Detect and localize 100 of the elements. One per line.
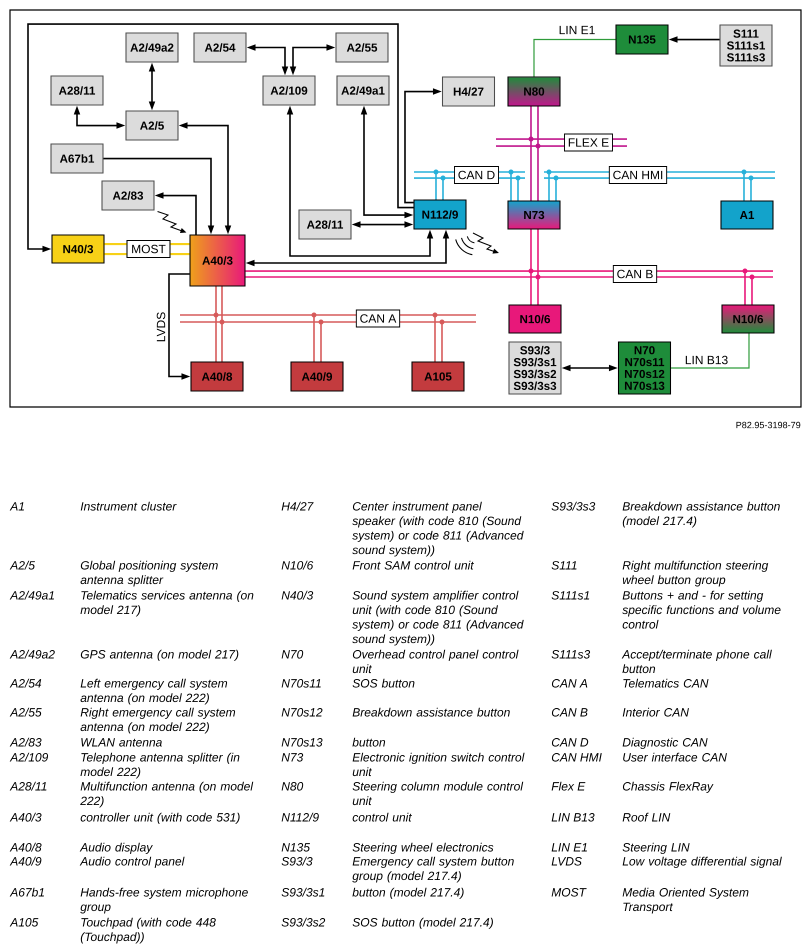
bus-connection <box>530 228 539 278</box>
key-code: S111 <box>552 561 576 570</box>
edge-label: LVDS <box>155 310 167 344</box>
connector-line <box>671 334 750 369</box>
key-code: A40/9 <box>10 856 42 866</box>
key-code: N70s13 <box>282 738 322 747</box>
component-box: N10/6 <box>508 304 562 334</box>
key-description: Right emergency call system antenna (on model 222) <box>80 708 236 734</box>
key-code: S111s1 <box>552 591 590 600</box>
key-description: Telematics services antenna (on model 217) <box>80 590 254 616</box>
key-code: CAN D <box>552 738 588 747</box>
key-code: N135 <box>282 843 310 852</box>
key-code: S111s3 <box>552 650 590 659</box>
component-box: N10/6 <box>721 304 775 334</box>
component-box: S93/3 S93/3s1 S93/3s2 S93/3s3 <box>508 341 562 395</box>
key-description: Diagnostic CAN <box>622 738 708 749</box>
key-code: CAN A <box>552 679 588 688</box>
component-box: A2/109 <box>262 75 316 106</box>
bus-line: CAN D <box>413 166 526 184</box>
key-description: Front SAM control unit <box>352 560 474 570</box>
edge-label: LIN B13 <box>683 354 730 366</box>
key-description: Buttons + and - for setting specific functions and volume control <box>622 590 781 629</box>
key-code: H4/27 <box>282 502 314 511</box>
component-box: N80 <box>507 76 561 107</box>
key-description: Hands-free system microphone group <box>80 888 248 914</box>
key-code: N70 <box>282 650 304 659</box>
key-description: Interior CAN <box>622 708 689 717</box>
bus-connection <box>313 314 322 362</box>
key-description: SOS button (model 217.4) <box>352 918 493 929</box>
key-code: Flex E <box>552 782 586 791</box>
bus-connection <box>435 171 444 200</box>
component-box: N73 <box>507 200 561 230</box>
key-code: A67b1 <box>10 888 44 897</box>
key-description: control unit <box>352 812 412 822</box>
connector-line <box>533 38 616 76</box>
key-description: User interface CAN <box>623 752 727 762</box>
bus-line: FLEX E <box>495 134 628 152</box>
label-box: MOST <box>126 240 171 258</box>
key-description: SOS button <box>352 678 414 688</box>
key-description: WLAN antenna <box>81 738 162 747</box>
component-box: A28/11 <box>50 75 104 106</box>
key-description: Multifunction antenna (on model 222) <box>80 782 254 808</box>
key-code: CAN B <box>552 708 588 717</box>
bus-connection <box>103 242 128 256</box>
bus-connection <box>743 171 752 202</box>
key-description: button (model 217.4) <box>352 888 464 899</box>
bus-connection <box>215 286 223 323</box>
figure-number: P82.95-3198-79 <box>736 422 800 428</box>
key-code: A2/54 <box>10 678 42 688</box>
key-code: N112/9 <box>282 812 319 822</box>
bus-line: CAN HMI <box>543 166 776 184</box>
key-code: A2/83 <box>10 738 42 747</box>
key-code: CAN HMI <box>552 753 602 762</box>
bus-connection <box>744 270 753 306</box>
key-code: S93/3s3 <box>552 502 596 511</box>
component-box: N40/3 <box>51 234 105 264</box>
key-code: N10/6 <box>282 560 314 570</box>
key-description: Telephone antenna splitter (in model 222) <box>80 752 240 778</box>
component-box: A67b1 <box>50 143 104 174</box>
component-box: A2/49a2 <box>125 32 179 63</box>
key-code: A2/49a2 <box>10 650 55 659</box>
bus-connection <box>215 314 223 362</box>
component-box: N135 <box>615 24 669 55</box>
edge-label: LIN E1 <box>557 24 597 36</box>
key-code: S93/3s2 <box>282 918 326 927</box>
key-code: A40/3 <box>10 812 42 822</box>
key-description: Accept/terminate phone call button <box>622 650 772 674</box>
key-description: Right multifunction steering wheel button group <box>622 560 768 586</box>
key-code: LIN B13 <box>552 813 594 822</box>
key-code: A2/49a1 <box>10 590 54 600</box>
key-description: Global positioning system antenna splitter <box>80 560 218 586</box>
key-code: N73 <box>282 753 304 762</box>
key-code: MOST <box>552 888 587 897</box>
key-code: A28/11 <box>10 782 46 791</box>
key-code: A2/109 <box>10 752 48 762</box>
component-box: S111 S111s1 S111s3 <box>719 24 773 67</box>
bus-connection <box>530 106 539 147</box>
key-code: N70s11 <box>282 679 321 688</box>
key-code: A105 <box>10 918 38 927</box>
component-box: A28/11 <box>298 209 352 240</box>
key-description: Steering wheel electronics <box>352 842 494 854</box>
bus-connection <box>434 314 443 362</box>
key-description: Telematics CAN <box>623 678 708 688</box>
key-code: LIN E1 <box>552 843 587 852</box>
key-description: Center instrument panel speaker (with code 810 (Sound system) or code 811 (Advanced sound system)) <box>352 502 524 557</box>
key-code: N80 <box>282 782 304 791</box>
key-description: Audio display <box>80 842 153 854</box>
key-description: Overhead control panel control unit <box>352 650 519 674</box>
key-description: Low voltage differential signal <box>622 856 782 868</box>
key-description: Steering LIN <box>622 842 690 854</box>
key-description: button <box>352 738 386 747</box>
key-description: Breakdown assistance button <box>352 708 510 717</box>
key-code: A2/5 <box>10 560 35 570</box>
component-box: A2/49a1 <box>336 75 390 106</box>
key-description: Chassis FlexRay <box>622 782 714 793</box>
bus-connection <box>244 270 506 278</box>
key-description: GPS antenna (on model 217) <box>80 650 238 661</box>
key-code: N70s12 <box>282 708 322 717</box>
component-box: A105 <box>411 361 465 392</box>
bus-connection <box>548 171 557 202</box>
